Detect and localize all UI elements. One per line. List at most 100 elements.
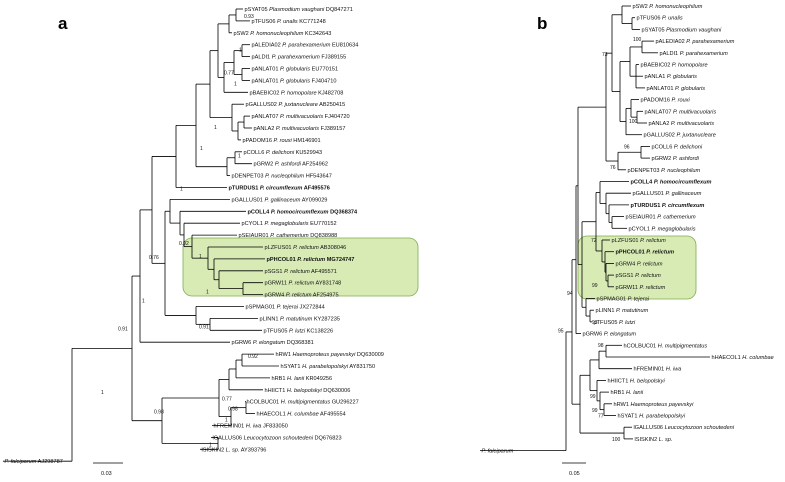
support-value: 99 <box>592 408 598 414</box>
support-value: 1 <box>234 81 237 87</box>
taxon-label: pPADOM16 P. rouxi <box>641 98 691 104</box>
support-value: 0.92 <box>248 354 258 360</box>
taxon-label: hHAECOL1 H. columbae <box>712 355 774 361</box>
taxon-label: pGALLUS02 P. juxtanucleare <box>644 133 716 139</box>
support-value: 73 <box>602 52 608 58</box>
taxon-label: hHIICT1 H. belopolskyi <box>608 378 666 384</box>
taxon-label: pLINN1 P. matutinum KY287235 <box>260 316 340 322</box>
taxon-label: pANLAT07 P. multivacuolaris <box>645 109 717 115</box>
taxon-label: pGALLUS01 P. gallinaceum <box>633 191 702 197</box>
support-value: 0.98 <box>228 407 238 413</box>
taxon-label: pGRW11 P. relictum AY831748 <box>265 281 342 287</box>
taxon-label: pLZFUS01 P. relictum AB308046 <box>265 245 347 251</box>
support-value: 95 <box>558 329 564 335</box>
taxon-label: pBAEBIC02 P. homopolare <box>641 63 708 69</box>
support-value: 99 <box>590 394 596 400</box>
taxon-label: P. falciparum AJ298787 <box>5 459 63 465</box>
support-value: 76 <box>610 165 616 171</box>
taxon-label: pSW2 P. homonucleophilum <box>633 4 703 10</box>
taxon-label: pALDI1 P. parahexamerium <box>660 51 729 57</box>
taxon-label: hSYAT1 H. parabelopolskyi AY831750 <box>281 364 376 370</box>
taxon-label: pSW2 P. homonucleophilum KC342643 <box>234 31 332 37</box>
taxon-label: pANLAT01 P. globularis FJ404710 <box>252 78 337 84</box>
taxon-label: pTFUS05 P. lutzi KC138226 <box>264 328 334 334</box>
scale-bar-label-a: 0.03 <box>101 471 112 477</box>
taxon-label: pDENPET03 P. nucleophilum <box>628 168 701 174</box>
taxon-label: pCOLL6 P. delichoni <box>652 144 703 150</box>
taxon-label: pGRW6 P. elongatum DQ368381 <box>232 340 314 346</box>
taxon-label: lGALLUS06 Leucocytozoon schoutedeni DQ67… <box>213 435 342 441</box>
taxon-label: pGALLUS01 P. gallinaceum AY099029 <box>232 197 328 203</box>
taxon-label: pSYAT05 Plasmodium vaughani <box>642 27 722 33</box>
panel-label-a: a <box>58 14 68 33</box>
taxon-label: pPADOM16 P. rouxi HM146901 <box>243 138 321 144</box>
taxon-label: pGRW2 P. ashfordi AF254962 <box>254 162 328 168</box>
support-value: 1 <box>180 187 183 193</box>
taxon-label: pALDI1 P. parahexamerium FJ389155 <box>252 55 347 61</box>
support-value: 0.91 <box>118 326 128 332</box>
taxon-label: pTFUS06 P. unalis KC771248 <box>252 19 326 25</box>
support-value: 0.77 <box>222 397 232 403</box>
support-value: 1 <box>206 290 209 296</box>
taxon-label: pCOLL6 P. delichoni KU529943 <box>244 150 323 156</box>
taxon-label: pSEIAUR01 P. cathemerium <box>626 215 697 221</box>
taxon-label: pSEIAUR01 P. cathemerium DQ838988 <box>239 233 338 239</box>
taxon-label: pSGS1 P. relictum <box>616 273 662 279</box>
panel-label-b: b <box>537 14 547 33</box>
support-value: 0.76 <box>149 255 159 261</box>
taxon-label: pSYAT05 Plasmodium vaughani DQ847271 <box>245 7 353 13</box>
taxon-label: pCYOL1 P. megaglobularis EU770152 <box>242 221 337 227</box>
support-value: 77 <box>598 414 604 420</box>
support-value: 1 <box>142 299 145 305</box>
taxon-label: hFREMIN01 H. iwa <box>634 367 682 373</box>
support-value: 96 <box>624 144 630 150</box>
taxon-label: pANLA1 P. globularis <box>645 74 698 80</box>
taxon-label: pCOLL4 P. homocircumflexum DQ368374 <box>248 209 359 215</box>
taxon-label: pSGS1 P. relictum AF495571 <box>265 269 337 275</box>
taxon-label: hRB1 H. lanii <box>611 390 644 396</box>
support-value: 72 <box>591 238 597 244</box>
taxon-label: hRB1 H. lanii KR049256 <box>272 376 333 382</box>
support-value: 1 <box>199 254 202 260</box>
support-value: 0.93 <box>244 14 254 20</box>
taxon-label: hHAECOL1 H. columbae AF495554 <box>257 412 346 418</box>
support-value: 1 <box>214 125 217 131</box>
taxon-label: pGRW4 P. relictum AF254975 <box>265 293 339 299</box>
taxon-label: pPHCOL01 P. relictum <box>616 250 675 256</box>
panel-a-tree: a pSYAT05 Plasmodium vaughani DQ847271 pTF… <box>3 7 419 477</box>
support-value: 0.91 <box>199 324 209 330</box>
taxon-label: hCOLBUC01 H. multipigmentatus <box>624 343 708 349</box>
support-value: 1 <box>101 390 104 396</box>
taxon-label: pDENPET03 P. nucleophilum HF543647 <box>232 174 332 180</box>
support-value: 100 <box>629 119 638 125</box>
taxon-label: hRW1 Haemoproteus payevskyi DQ630009 <box>276 352 384 358</box>
taxon-label: pTURDUS1 P. circumflexum AF495576 <box>229 186 330 192</box>
taxon-label: pTFUS05 P. lutzi <box>594 320 636 326</box>
taxon-label: pCOLL4 P. homocircumflexum <box>631 180 712 186</box>
taxon-label: pANLA2 P. multivacuolaris <box>649 121 715 127</box>
support-value: 100 <box>612 437 621 443</box>
support-value: 99 <box>592 283 598 289</box>
taxon-label: pLINN1 P. matutinum <box>596 308 649 314</box>
taxon-label: pSPMAG01 P. tejerai <box>597 297 650 303</box>
taxon-label: hRW1 Haemoproteus payevskyi <box>614 402 695 408</box>
taxon-label: pGRW6 P. elongatum <box>583 332 637 338</box>
taxon-label: pANLAT01 P. globularis EU770151 <box>252 67 339 73</box>
taxon-label: pGALLUS02 P. juxtanucleare AB250415 <box>246 102 346 108</box>
support-value: 1 <box>209 442 212 448</box>
taxon-label: pTURDUS1 P. circumflexum <box>631 203 705 209</box>
taxon-label: lGALLUS06 Leucocytozoon schoutedeni <box>634 425 735 431</box>
taxon-label: pANLAT07 P. multivacuolaris FJ404720 <box>252 114 350 120</box>
support-value: 1 <box>200 146 203 152</box>
taxon-label: pTFUS06 P. unalis <box>637 16 683 22</box>
taxon-label: pANLA2 P. multivacuolaris FJ389157 <box>254 126 346 132</box>
support-value: 0.77 <box>224 71 234 77</box>
support-value: 100 <box>633 37 642 43</box>
taxon-label: pGRW11 P. relictum <box>616 285 666 291</box>
support-value: 98 <box>598 343 604 349</box>
taxon-label: pANLAT01 P. globularis <box>647 86 706 92</box>
taxon-label: pPHCOL01 P. relictum MG724747 <box>267 257 355 263</box>
taxon-label: hCOLBUC01 H. multipigmentatus GU296227 <box>247 400 359 406</box>
taxon-label: lSISKIN2 L. sp. AY393796 <box>202 447 267 453</box>
